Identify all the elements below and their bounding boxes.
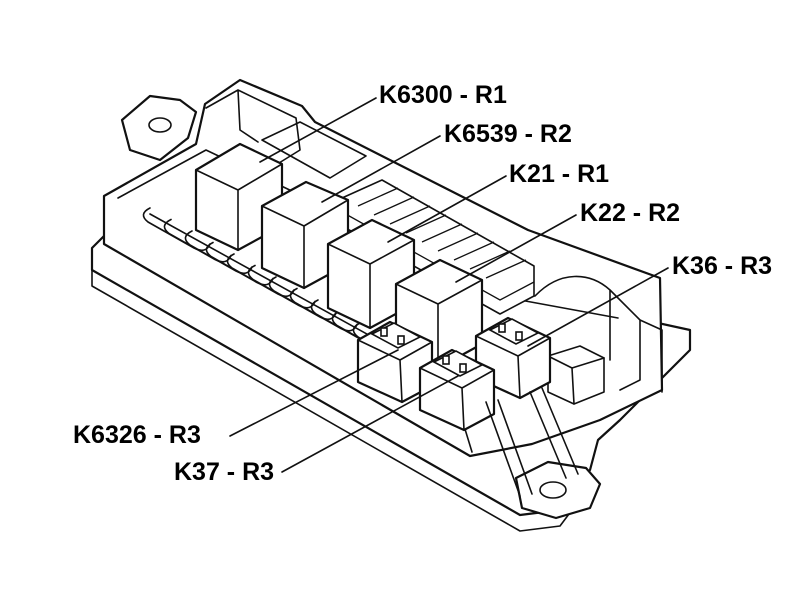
label-k6326: K6326 - R3: [73, 421, 201, 449]
right-end-latch-edge: [547, 355, 605, 405]
right-end-latch: [547, 345, 605, 405]
rear-compartment: [205, 89, 301, 177]
label-k21: K21 - R1: [509, 160, 610, 188]
relay-k37: [418, 348, 496, 432]
relay-k6539: [260, 180, 350, 290]
left-mount-hole: [148, 117, 172, 133]
right-end-bracket: [534, 275, 663, 393]
label-k22: K22 - R2: [580, 199, 681, 227]
relay-k6326: [356, 320, 434, 404]
leader-lines: [229, 97, 669, 473]
relay-k6300: [194, 142, 284, 252]
rear-compartment-slot: [261, 121, 367, 179]
relay-k21: [326, 218, 416, 330]
label-k37: K37 - R3: [174, 458, 275, 486]
label-k36: K36 - R3: [672, 252, 773, 280]
label-k6539: K6539 - R2: [444, 120, 572, 148]
label-k6300: K6300 - R1: [379, 81, 507, 109]
right-mount-hole: [539, 481, 567, 499]
front-brace: [485, 387, 579, 497]
